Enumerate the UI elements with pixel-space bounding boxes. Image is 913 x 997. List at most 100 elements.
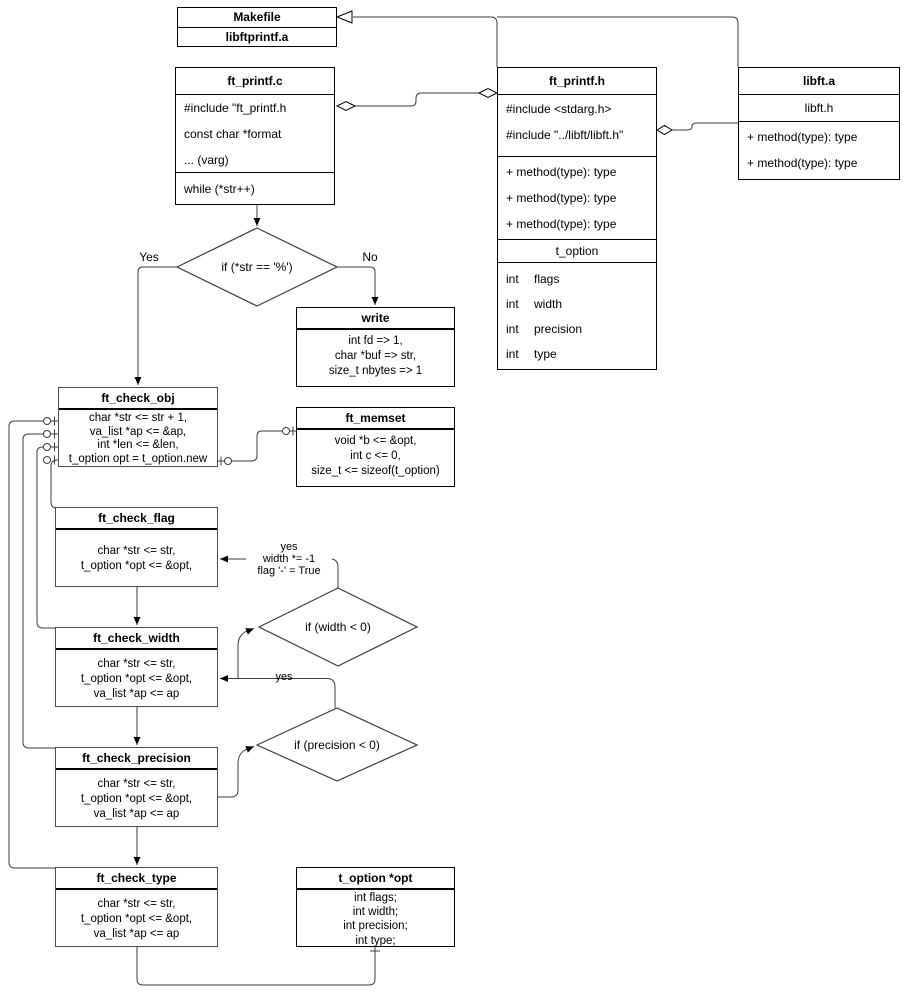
arg-line: t_option *opt <= &opt,	[80, 673, 193, 685]
ft-check-flag-node: ft_check_flag char *str <= str, t_option…	[55, 507, 218, 587]
flow-arrows	[133, 205, 379, 865]
code-line: const char *format	[184, 127, 282, 141]
arg-line: char *str <= str + 1,	[88, 412, 188, 424]
aggregation-diamond	[477, 87, 499, 99]
arg-line: t_option opt = t_option.new	[68, 452, 208, 465]
arg-line: t_option *opt <= &opt,	[80, 560, 193, 572]
ft-check-type-title: ft_check_type	[56, 868, 217, 890]
field-line: int flags;	[354, 892, 397, 904]
if-str-label: if (*str == '%')	[221, 260, 293, 274]
annotation-line: width *= -1	[262, 553, 316, 565]
t-option-fields: int flags int width int precision int type	[498, 263, 656, 367]
arg-line: t_option *opt <= &opt,	[80, 793, 193, 805]
method-line: + method(type): type	[506, 217, 617, 231]
arg-line: char *str <= str,	[97, 778, 176, 790]
if-precision-label: if (precision < 0)	[294, 738, 380, 752]
struct-field: int width	[498, 292, 656, 317]
arg-line: void *b <= &opt,	[334, 435, 417, 447]
diamond-feed-arrows	[218, 628, 255, 798]
ft-printf-h-title: ft_printf.h	[498, 68, 656, 95]
arg-line: int fd => 1,	[348, 335, 403, 347]
loopback-links	[8, 416, 59, 869]
ft-check-obj-node: ft_check_obj char *str <= str + 1, va_li…	[58, 387, 218, 467]
ft-memset-title: ft_memset	[297, 408, 454, 430]
libft-header-row: libft.h	[739, 95, 899, 122]
struct-field: int type	[498, 342, 656, 367]
field-name: width	[534, 297, 563, 311]
field-line: int type;	[355, 934, 396, 947]
arg-line: char *str <= str,	[97, 658, 176, 670]
open-triangle-arrow	[335, 10, 353, 24]
ft-printf-c-body: #include "ft_printf.h const char *format…	[176, 95, 334, 173]
field-name: flags	[534, 272, 560, 286]
makefile-node: Makefile libftprintf.a	[177, 7, 337, 47]
field-type: int	[506, 272, 519, 286]
ft-printf-c-node: ft_printf.c #include "ft_printf.h const …	[175, 67, 335, 205]
arg-line: t_option *opt <= &opt,	[80, 913, 193, 925]
arg-line: va_list *ap <= ap	[93, 808, 180, 820]
makefile-link	[335, 10, 739, 67]
ft-memset-node: ft_memset void *b <= &opt, int c <= 0, s…	[296, 407, 455, 487]
arg-line: va_list *ap <= ap	[93, 688, 180, 700]
if-width-label: if (width < 0)	[305, 620, 371, 634]
code-line: #include "../libft/libft.h"	[506, 128, 624, 142]
field-name: type	[534, 347, 557, 361]
ft-check-flag-title: ft_check_flag	[56, 508, 217, 530]
code-line: #include "ft_printf.h	[184, 101, 287, 115]
ft-printf-h-node: ft_printf.h #include <stdarg.h> #include…	[497, 67, 657, 370]
write-title: write	[297, 308, 454, 330]
arg-line: size_t <= sizeof(t_option)	[311, 465, 440, 477]
ft-check-width-node: ft_check_width char *str <= str, t_optio…	[55, 627, 218, 707]
field-line: int width;	[352, 906, 399, 919]
method-line: + method(type): type	[506, 191, 617, 205]
precision-yes-label: yes	[275, 671, 293, 683]
ft-check-type-node: ft_check_type char *str <= str, t_option…	[55, 867, 218, 947]
ft-check-precision-title: ft_check_precision	[56, 748, 217, 770]
arg-line: va_list *ap <= &ap,	[89, 425, 187, 438]
struct-field: int flags	[498, 267, 656, 292]
arg-line: va_list *ap <= ap	[93, 928, 180, 940]
method-line: + method(type): type	[506, 165, 617, 179]
libft-methods: + method(type): type + method(type): typ…	[739, 122, 899, 176]
ft-printf-h-methods: + method(type): type + method(type): typ…	[498, 157, 656, 240]
ft-printf-h-includes: #include <stdarg.h> #include "../libft/l…	[498, 95, 656, 157]
ft-check-width-title: ft_check_width	[56, 628, 217, 650]
arg-line: char *buf => str,	[334, 350, 417, 362]
field-line: int precision;	[343, 920, 408, 933]
field-name: precision	[534, 322, 583, 336]
t-option-opt-title: t_option *opt	[297, 868, 454, 890]
annotation-line: flag '-' = True	[257, 565, 321, 577]
libft-a-title: libft.a	[739, 68, 899, 95]
field-type: int	[506, 322, 519, 336]
type-to-topt-link	[136, 947, 380, 986]
arg-line: char *str <= str,	[97, 545, 176, 557]
ft-check-obj-title: ft_check_obj	[59, 388, 217, 410]
if-width-diamond	[257, 587, 419, 667]
if-precision-diamond	[255, 707, 419, 782]
code-line: while (*str++)	[184, 182, 255, 196]
arg-line: int *len <= &len,	[97, 439, 179, 451]
t-option-opt-node: t_option *opt int flags; int width; int …	[296, 867, 455, 947]
decision-diamond-shapes	[175, 227, 419, 782]
ft-printf-c-loop: while (*str++)	[176, 173, 334, 205]
arg-line: int c <= 0,	[350, 450, 401, 462]
field-type: int	[506, 347, 519, 361]
code-line: #include <stdarg.h>	[506, 102, 612, 116]
obj-to-memset-link	[218, 426, 296, 466]
yes-branch-label: Yes	[139, 250, 159, 264]
field-type: int	[506, 297, 519, 311]
struct-field: int precision	[498, 317, 656, 342]
ft-printf-c-title: ft_printf.c	[176, 68, 334, 95]
arg-line: size_t nbytes => 1	[328, 365, 423, 377]
width-yes-annotation: yes width *= -1 flag '-' = True	[246, 541, 332, 577]
method-line: + method(type): type	[747, 156, 858, 170]
aggregation-diamond	[656, 124, 673, 136]
write-node: write int fd => 1, char *buf => str, siz…	[296, 307, 455, 387]
no-branch-label: No	[362, 250, 378, 264]
c-to-h-link	[335, 87, 499, 112]
libft-a-node: libft.a libft.h + method(type): type + m…	[738, 67, 900, 180]
h-to-libft-link	[656, 122, 738, 136]
makefile-artifact: libftprintf.a	[225, 30, 289, 44]
